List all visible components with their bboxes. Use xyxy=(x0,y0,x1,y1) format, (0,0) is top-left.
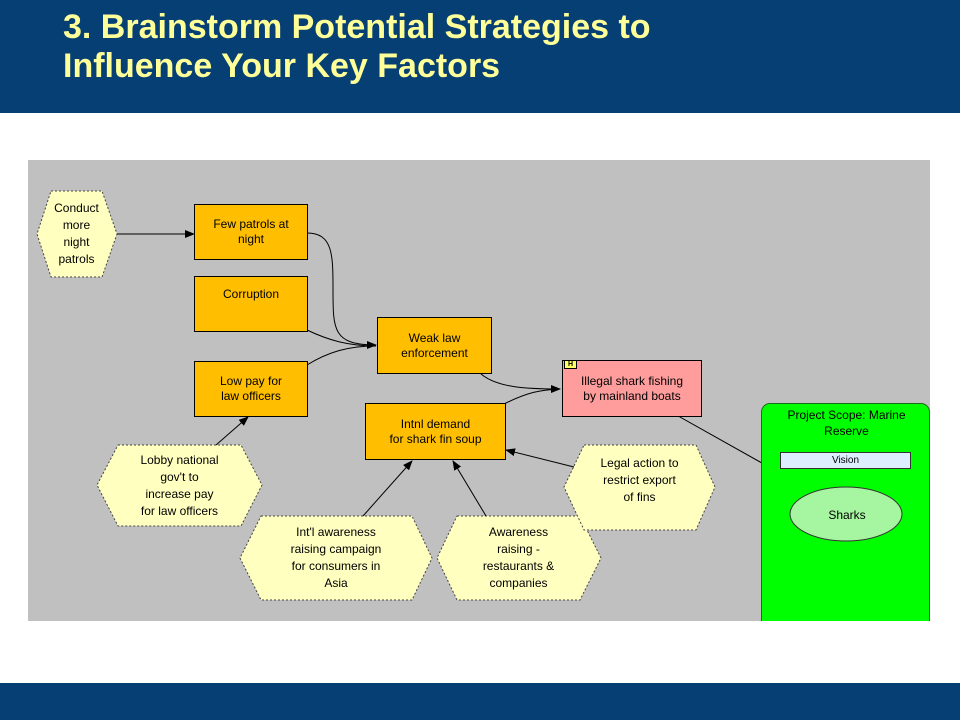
title-line-1: 3. Brainstorm Potential Strategies to xyxy=(63,8,651,46)
edge-restaurants-to-demand xyxy=(452,460,487,517)
hexagon-legal-action[interactable] xyxy=(563,444,716,531)
factor-few-patrols[interactable]: Few patrols at night xyxy=(194,204,308,260)
vision-box[interactable]: Vision xyxy=(780,452,911,469)
threat-rating-badge: H xyxy=(564,360,577,369)
factor-low-pay[interactable]: Low pay for law officers xyxy=(194,361,308,417)
edge-weak-law-to-threat xyxy=(480,373,561,393)
factor-intl-demand[interactable]: Intnl demand for shark fin soup xyxy=(365,403,506,460)
diagram-shapes-layer xyxy=(36,190,811,601)
slide-title: 3. Brainstorm Potential Strategies to In… xyxy=(63,8,943,86)
diagram-canvas: Few patrols at night Corruption Low pay … xyxy=(28,160,930,621)
threat-illegal-fishing[interactable]: Illegal shark fishing by mainland boats xyxy=(562,360,702,417)
edge-lobby-to-low-pay xyxy=(215,416,249,446)
strategy-lobby-govt-label: Lobby national gov't to increase pay for… xyxy=(140,452,219,518)
hexagon-conduct-patrols[interactable] xyxy=(36,190,118,278)
edge-few-patrols-to-weak-law xyxy=(306,232,377,349)
target-shape-layer xyxy=(789,486,903,542)
factor-weak-law[interactable]: Weak law enforcement xyxy=(377,317,492,374)
edge-demand-to-threat xyxy=(503,388,561,405)
strategy-awareness-restaurants-label: Awareness raising - restaurants & compan… xyxy=(482,525,555,590)
edge-legal-to-demand xyxy=(505,448,575,468)
target-sharks-label: Sharks xyxy=(828,508,866,522)
project-scope-title: Project Scope: Marine Reserve xyxy=(787,408,906,438)
hexagon-intl-awareness[interactable] xyxy=(239,515,433,601)
strategy-conduct-patrols-label: Conduct more night patrols xyxy=(54,201,99,266)
target-sharks-ellipse[interactable] xyxy=(789,486,903,542)
hexagon-lobby-govt[interactable] xyxy=(96,444,263,527)
project-scope-panel[interactable]: Project Scope: Marine Reserve Vision Sha… xyxy=(761,403,930,621)
edge-corruption-to-weak-law xyxy=(306,329,377,347)
slide-header: 3. Brainstorm Potential Strategies to In… xyxy=(0,0,960,113)
edge-low-pay-to-weak-law xyxy=(306,345,377,366)
slide-footer xyxy=(0,683,960,720)
hexagon-awareness-restaurants[interactable] xyxy=(436,515,602,601)
strategy-intl-awareness-label: Int'l awareness raising campaign for con… xyxy=(290,525,382,590)
strategy-legal-action-label: Legal action to restrict export of fins xyxy=(600,455,679,504)
title-line-2: Influence Your Key Factors xyxy=(63,47,501,85)
edge-intl-awareness-to-demand xyxy=(362,460,413,517)
factor-corruption[interactable]: Corruption xyxy=(194,276,308,332)
